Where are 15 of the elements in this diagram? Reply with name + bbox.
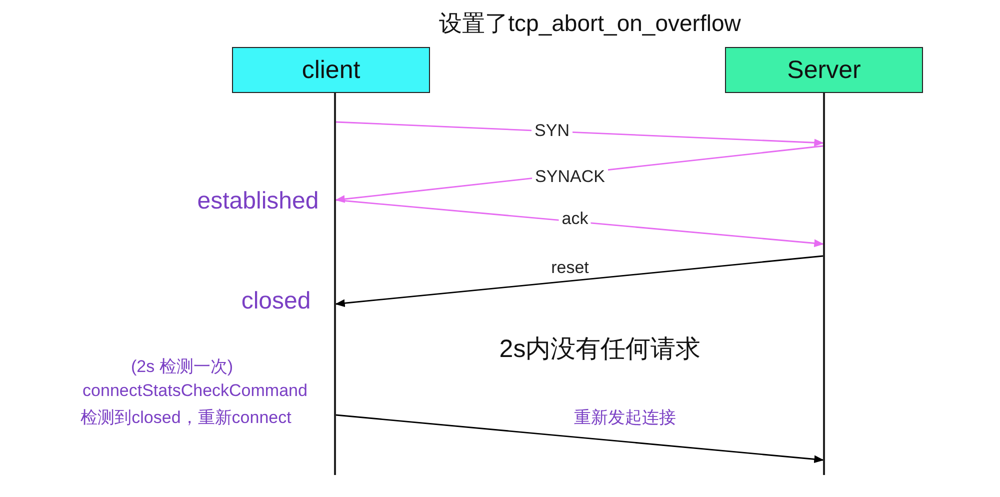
state-label: established bbox=[197, 188, 319, 216]
lifeline bbox=[334, 93, 336, 475]
lifeline bbox=[823, 93, 825, 475]
note-text: (2s 检测一次) bbox=[131, 356, 233, 378]
note-text: 2s内没有任何请求 bbox=[499, 334, 701, 364]
arrow bbox=[336, 121, 824, 147]
arrow bbox=[336, 199, 824, 248]
note-text: connectStatsCheckCommand bbox=[82, 380, 308, 402]
state-label: closed bbox=[241, 288, 311, 316]
arrow bbox=[336, 414, 824, 464]
arrow bbox=[335, 255, 824, 308]
note-text: 检测到closed，重新connect bbox=[80, 408, 292, 428]
participant-box: Server bbox=[725, 47, 923, 93]
participant-box: client bbox=[232, 47, 430, 93]
diagram-title: 设置了tcp_abort_on_overflow bbox=[439, 10, 741, 38]
